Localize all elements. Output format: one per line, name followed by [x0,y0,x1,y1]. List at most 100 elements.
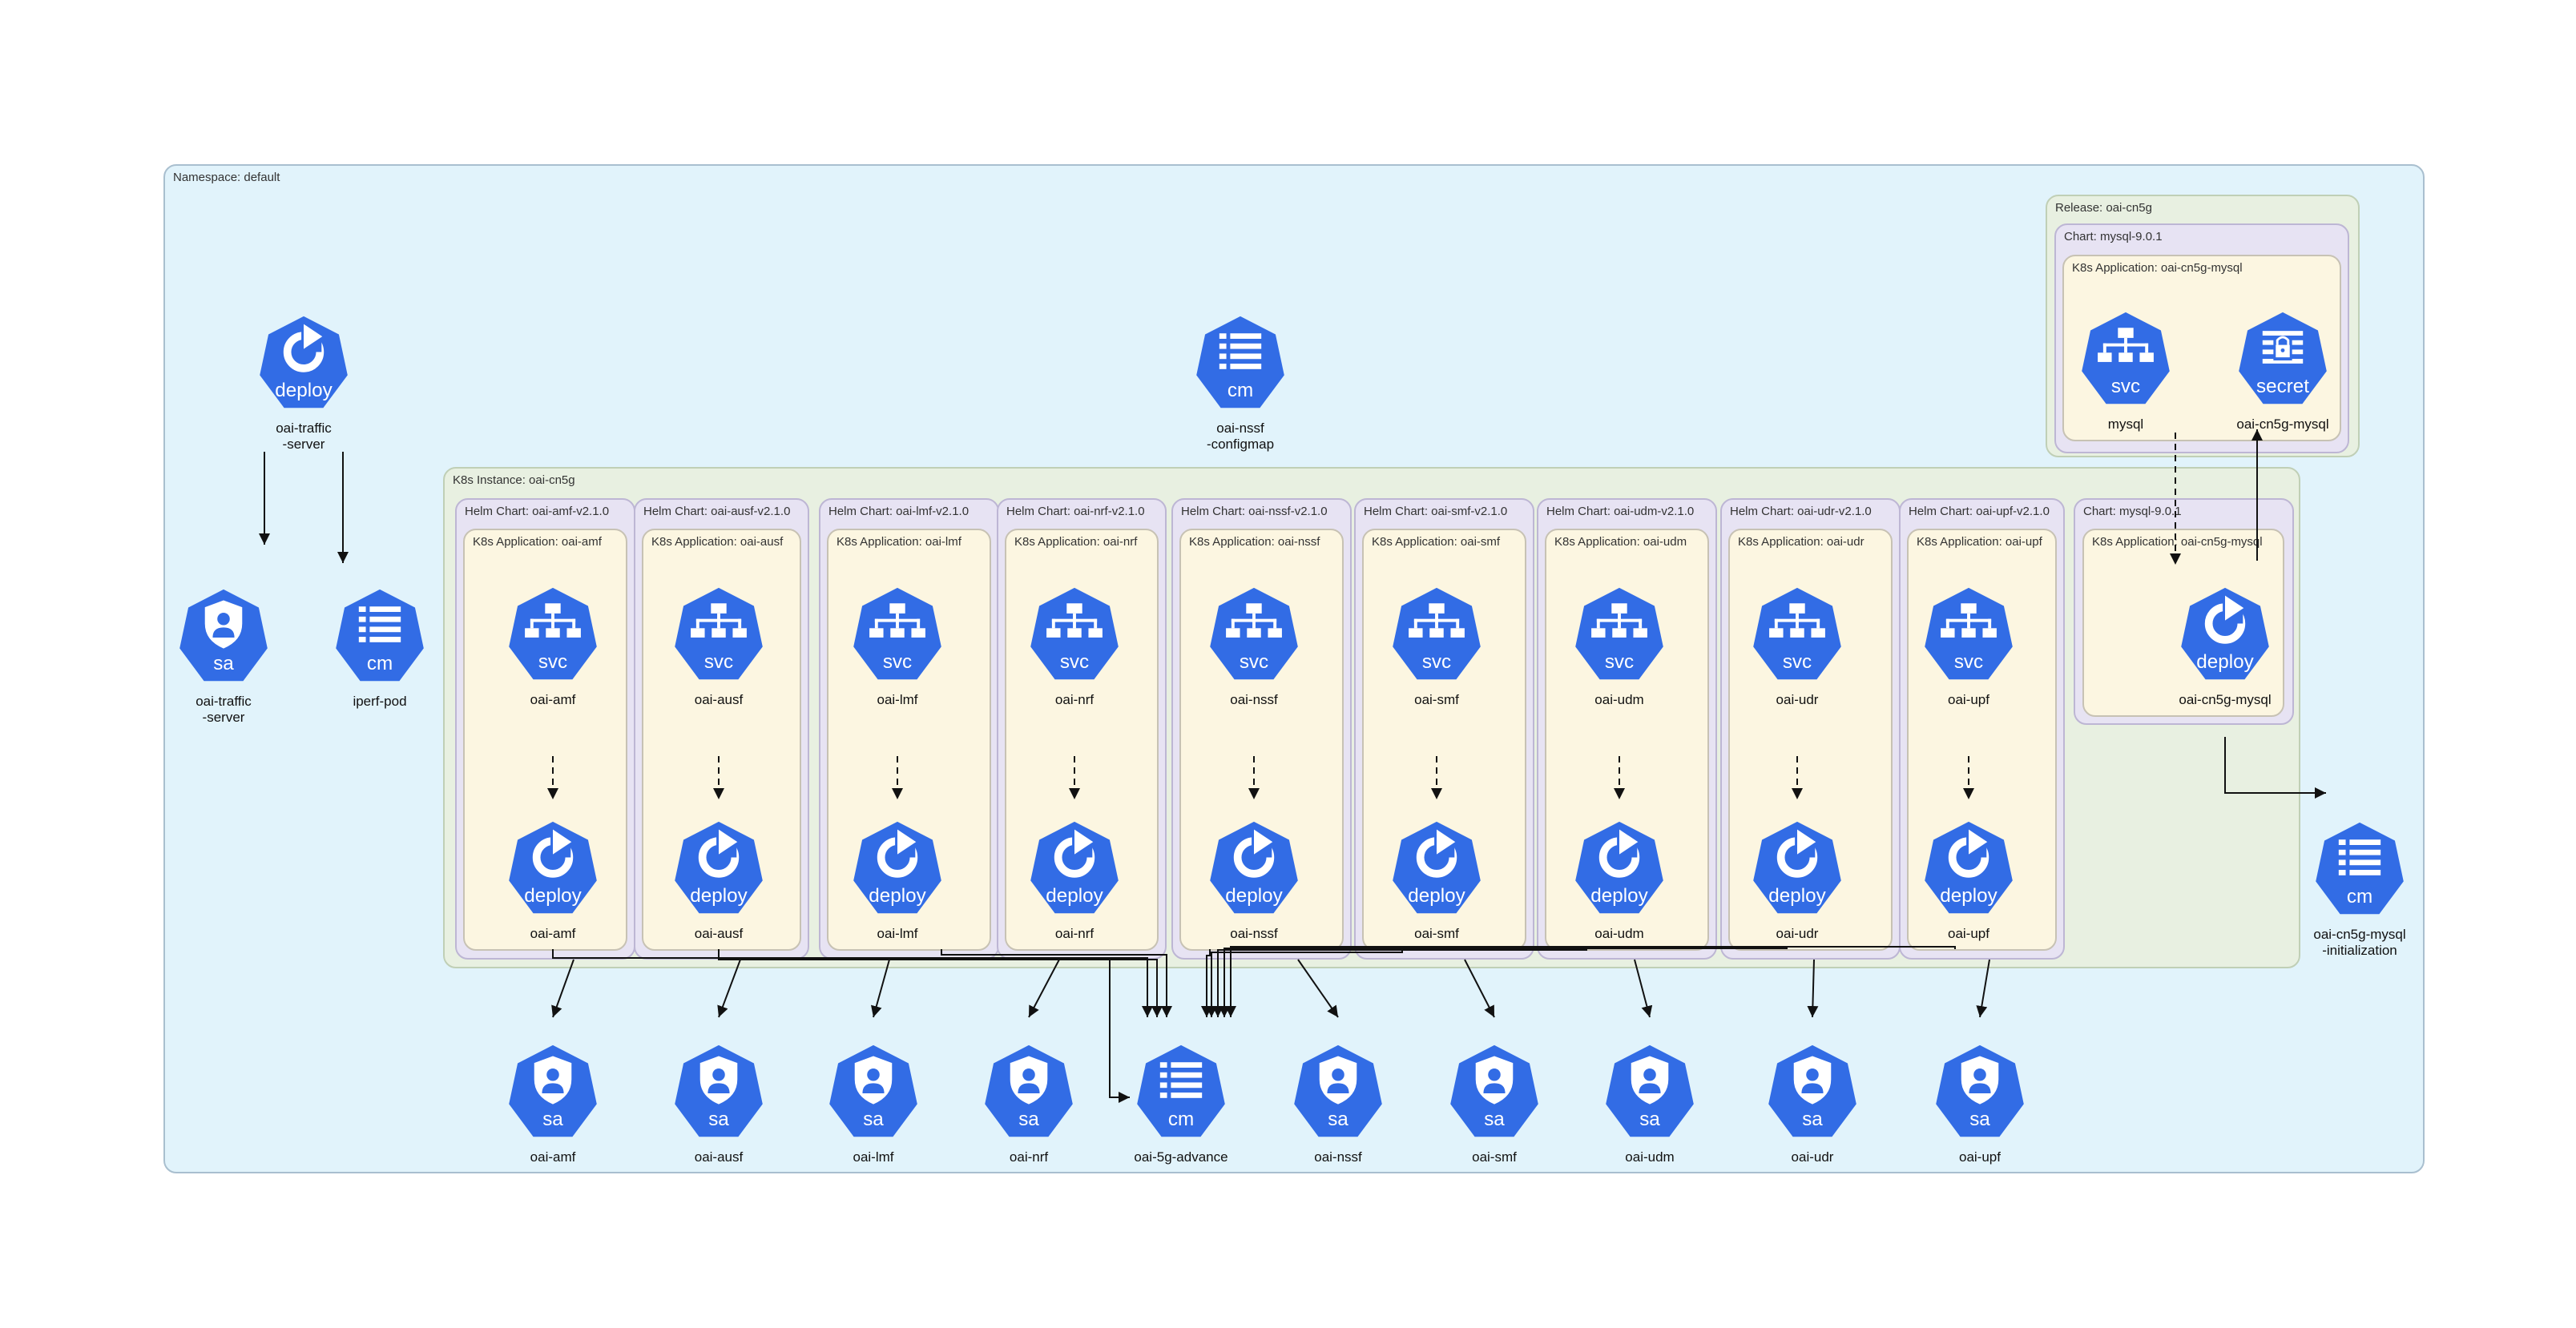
deploy-oai-lmf-label: oai-lmf [877,926,918,941]
svc-oai-nssf-label: oai-nssf [1230,692,1278,707]
k8s-app-oai-ausf-label: K8s Application: oai-ausf [651,535,784,549]
svc-oai-amf-label: oai-amf [530,692,576,707]
kind-label: deploy [2196,651,2254,673]
deploy-oai-udr-label: oai-udr [1776,926,1819,941]
deploy-oai-udr[interactable]: deploy oai-udr [1737,819,1857,963]
sa-oai-upf[interactable]: sa oai-upf [1920,1042,2040,1186]
kind-label: svc [1422,651,1451,673]
kind-label: deploy [1940,885,1998,907]
k8s-app-oai-upf-label: K8s Application: oai-upf [1917,535,2042,549]
kind-label: cm [2347,886,2372,907]
sa-oai-amf-label: oai-amf [530,1149,576,1165]
sa-icon: sa [985,1044,1073,1137]
cm-icon: cm [1196,316,1284,408]
svc-oai-smf[interactable]: svc oai-smf [1377,585,1497,729]
kind-label: secret [2256,376,2309,397]
svc-oai-ausf-label: oai-ausf [694,692,744,707]
release-app-oai-cn5g-mysql-label: K8s Application: oai-cn5g-mysql [2072,261,2243,275]
deploy-oai-ausf-label: oai-ausf [694,926,744,941]
sa-icon: sa [1606,1044,1694,1137]
cm-oai-5g-advance-label: oai-5g-advance [1134,1149,1228,1165]
helm-chart-oai-amf-label: Helm Chart: oai-amf-v2.1.0 [465,505,610,518]
kind-label: cm [1228,380,1253,401]
deploy-icon: deploy [1753,821,1841,914]
kind-label: svc [883,651,912,673]
helm-chart-oai-nssf-label: Helm Chart: oai-nssf-v2.1.0 [1181,505,1328,518]
kind-label: deploy [1590,885,1648,907]
kind-label: deploy [275,380,333,401]
svc-icon: svc [1393,587,1481,680]
kind-label: svc [704,651,733,673]
svc-oai-smf-label: oai-smf [1414,692,1459,707]
svc-oai-ausf[interactable]: svc oai-ausf [659,585,779,729]
kind-label: sa [708,1109,729,1130]
deploy-icon: deploy [1925,821,2013,914]
helm-chart-oai-lmf-label: Helm Chart: oai-lmf-v2.1.0 [828,505,970,518]
deploy-oai-nrf[interactable]: deploy oai-nrf [1014,819,1135,963]
kind-label: svc [1954,651,1983,673]
kind-label: svc [538,651,567,673]
cm-oai-cn5g-mysql-initialization-label: oai-cn5g-mysql -initialization [2313,927,2406,958]
deploy-oai-ausf[interactable]: deploy oai-ausf [659,819,779,963]
kind-label: deploy [1408,885,1465,907]
sa-oai-lmf-label: oai-lmf [853,1149,894,1165]
namespace-default-label: Namespace: default [173,171,280,184]
sa-oai-amf[interactable]: sa oai-amf [493,1042,613,1186]
deploy-oai-cn5g-mysql-label: oai-cn5g-mysql [2179,692,2272,707]
svc-oai-upf-label: oai-upf [1948,692,1989,707]
helm-chart-oai-upf-label: Helm Chart: oai-upf-v2.1.0 [1909,505,2050,518]
sa-oai-udm-label: oai-udm [1625,1149,1675,1165]
sa-oai-nssf-label: oai-nssf [1314,1149,1362,1165]
svc-icon: svc [853,587,941,680]
sa-oai-lmf[interactable]: sa oai-lmf [813,1042,933,1186]
sa-icon: sa [509,1044,597,1137]
deploy-icon: deploy [1575,821,1663,914]
kind-label: sa [863,1109,884,1130]
sa-icon: sa [675,1044,763,1137]
k8s-app-oai-nrf-label: K8s Application: oai-nrf [1014,535,1138,549]
cm-oai-5g-advance[interactable]: cm oai-5g-advance [1121,1042,1241,1186]
cm-oai-cn5g-mysql-initialization[interactable]: cm oai-cn5g-mysql -initialization [2300,819,2420,964]
sa-icon: sa [1936,1044,2024,1137]
svc-oai-upf[interactable]: svc oai-upf [1909,585,2029,729]
deploy-oai-nssf-label: oai-nssf [1230,926,1278,941]
svc-icon: svc [509,587,597,680]
helm-chart-oai-ausf-label: Helm Chart: oai-ausf-v2.1.0 [643,505,791,518]
deploy-oai-nrf-label: oai-nrf [1054,926,1094,941]
svc-icon: svc [1575,587,1663,680]
kind-label: deploy [1046,885,1103,907]
deploy-icon: deploy [1030,821,1119,914]
deploy-oai-cn5g-mysql[interactable]: deploy oai-cn5g-mysql [2165,585,2285,729]
sa-oai-udm[interactable]: sa oai-udm [1590,1042,1710,1186]
kind-label: svc [1783,651,1812,673]
instance-chart-mysql-label: Chart: mysql-9.0.1 [2083,505,2182,518]
svc-oai-amf[interactable]: svc oai-amf [493,585,613,729]
cm-icon: cm [1137,1044,1225,1137]
kind-label: deploy [690,885,748,907]
sa-oai-upf-label: oai-upf [1959,1149,2001,1165]
k8s-app-oai-udr-label: K8s Application: oai-udr [1738,535,1864,549]
svc-icon: svc [675,587,763,680]
